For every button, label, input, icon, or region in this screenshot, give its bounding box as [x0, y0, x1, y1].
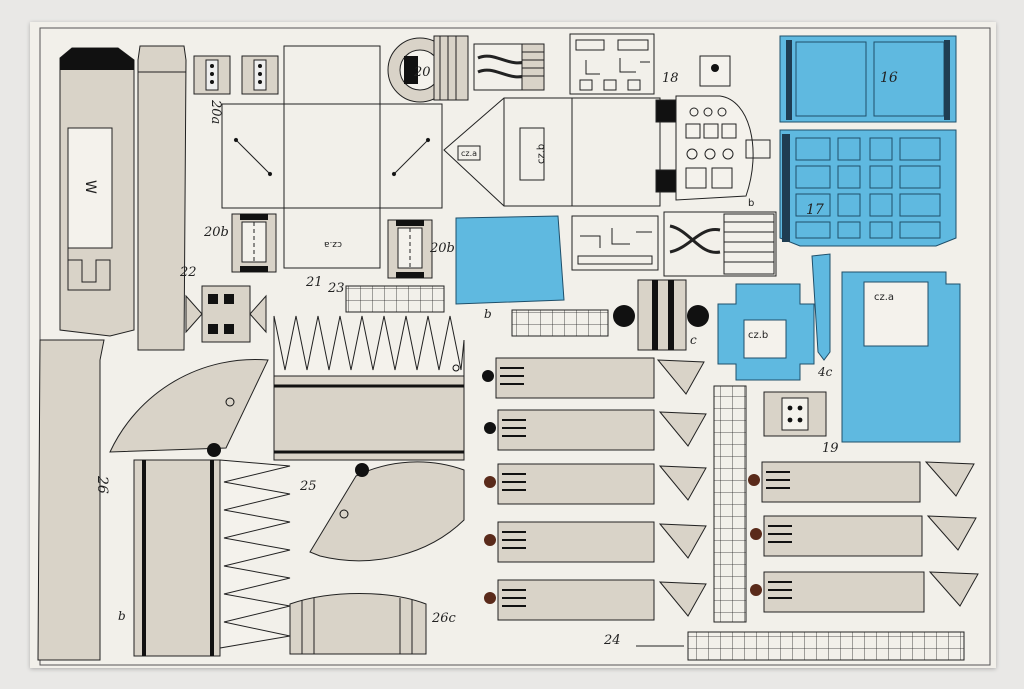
part-cz-b-blue: cz.b: [717, 283, 815, 381]
part-cz-a-blue: cz.a: [841, 271, 961, 443]
part-16-blue: 16: [779, 35, 957, 123]
label-b-sawtooth: b: [118, 609, 126, 623]
label-19: 19: [822, 441, 839, 456]
part-20-ring: 20: [387, 35, 469, 103]
label-b-panel: b: [748, 198, 754, 209]
part-17-blue: 17: [779, 129, 957, 247]
label-4c: 4c: [817, 365, 833, 379]
label-23: 23: [327, 281, 345, 296]
part-quarter-disc-upper: [109, 358, 269, 457]
part-vertical-grid: [713, 385, 747, 623]
part-quarter-disc-lower: 25: [299, 461, 465, 562]
part-20b-right: 20b: [387, 219, 455, 279]
label-cz-a-body: cz.a: [461, 149, 477, 158]
label-20b-left: 20b: [203, 225, 229, 240]
label-16: 16: [880, 70, 898, 86]
label-c: c: [690, 333, 697, 347]
part-sawtooth-top: [273, 315, 465, 461]
part-cables-top: [473, 43, 545, 91]
part-19: 19: [763, 391, 839, 456]
part-20b-left: 20b: [203, 213, 277, 273]
part-blue-square: b: [455, 215, 565, 321]
label-20: 20: [413, 65, 431, 80]
label-20b-right: 20b: [429, 241, 455, 256]
part-strip-left-5: [484, 579, 707, 621]
part-tall-strip: [137, 45, 187, 351]
part-strip-right-3: [750, 571, 979, 613]
label-cz-b-body: cz.b: [536, 144, 547, 164]
part-26-strip: 26: [37, 339, 110, 661]
part-strip-left-4: [484, 521, 707, 563]
part-sawtooth-left: b: [118, 459, 291, 657]
part-23-grid: 23: [327, 281, 445, 313]
label-17: 17: [806, 202, 824, 218]
part-strip-left-1: [482, 357, 705, 399]
part-schematic-top: [569, 33, 655, 95]
part-small-grid: [511, 309, 609, 337]
part-22: 22: [179, 265, 267, 343]
part-blue-spike: 4c: [811, 253, 833, 379]
label-21: 21: [305, 275, 323, 290]
part-21: 21: [305, 275, 323, 290]
part-strip-left-2: [484, 409, 707, 451]
part-strip-right-2: [750, 515, 977, 557]
part-schematic-bottom: [571, 211, 777, 277]
label-25: 25: [299, 479, 317, 494]
label-18: 18: [662, 71, 679, 86]
part-w-panel: W: [59, 47, 135, 337]
part-box-net: cz.a: [221, 45, 443, 269]
label-w: W: [82, 180, 98, 194]
label-b-square: b: [484, 307, 492, 321]
part-instrument-panel: b: [675, 95, 771, 209]
part-20a: 20a: [193, 55, 279, 124]
part-strip-right-1: [748, 461, 975, 503]
part-strip-left-3: [484, 463, 707, 505]
label-22: 22: [179, 265, 197, 280]
part-c-cylinder: c: [613, 279, 709, 351]
part-18: 18: [662, 55, 731, 87]
label-26: 26: [94, 475, 110, 494]
part-24-grid: 24: [603, 631, 965, 661]
label-24: 24: [603, 633, 621, 648]
label-20a: 20a: [208, 99, 223, 124]
label-cz-b-blue: cz.b: [748, 330, 768, 341]
label-cz-a-blue: cz.a: [874, 292, 894, 303]
label-26c: 26c: [431, 611, 457, 626]
part-26c: 26c: [289, 593, 457, 655]
part-fuselage-body: cz.a cz.b: [443, 97, 677, 207]
label-cz-a-net: cz.a: [324, 239, 342, 249]
